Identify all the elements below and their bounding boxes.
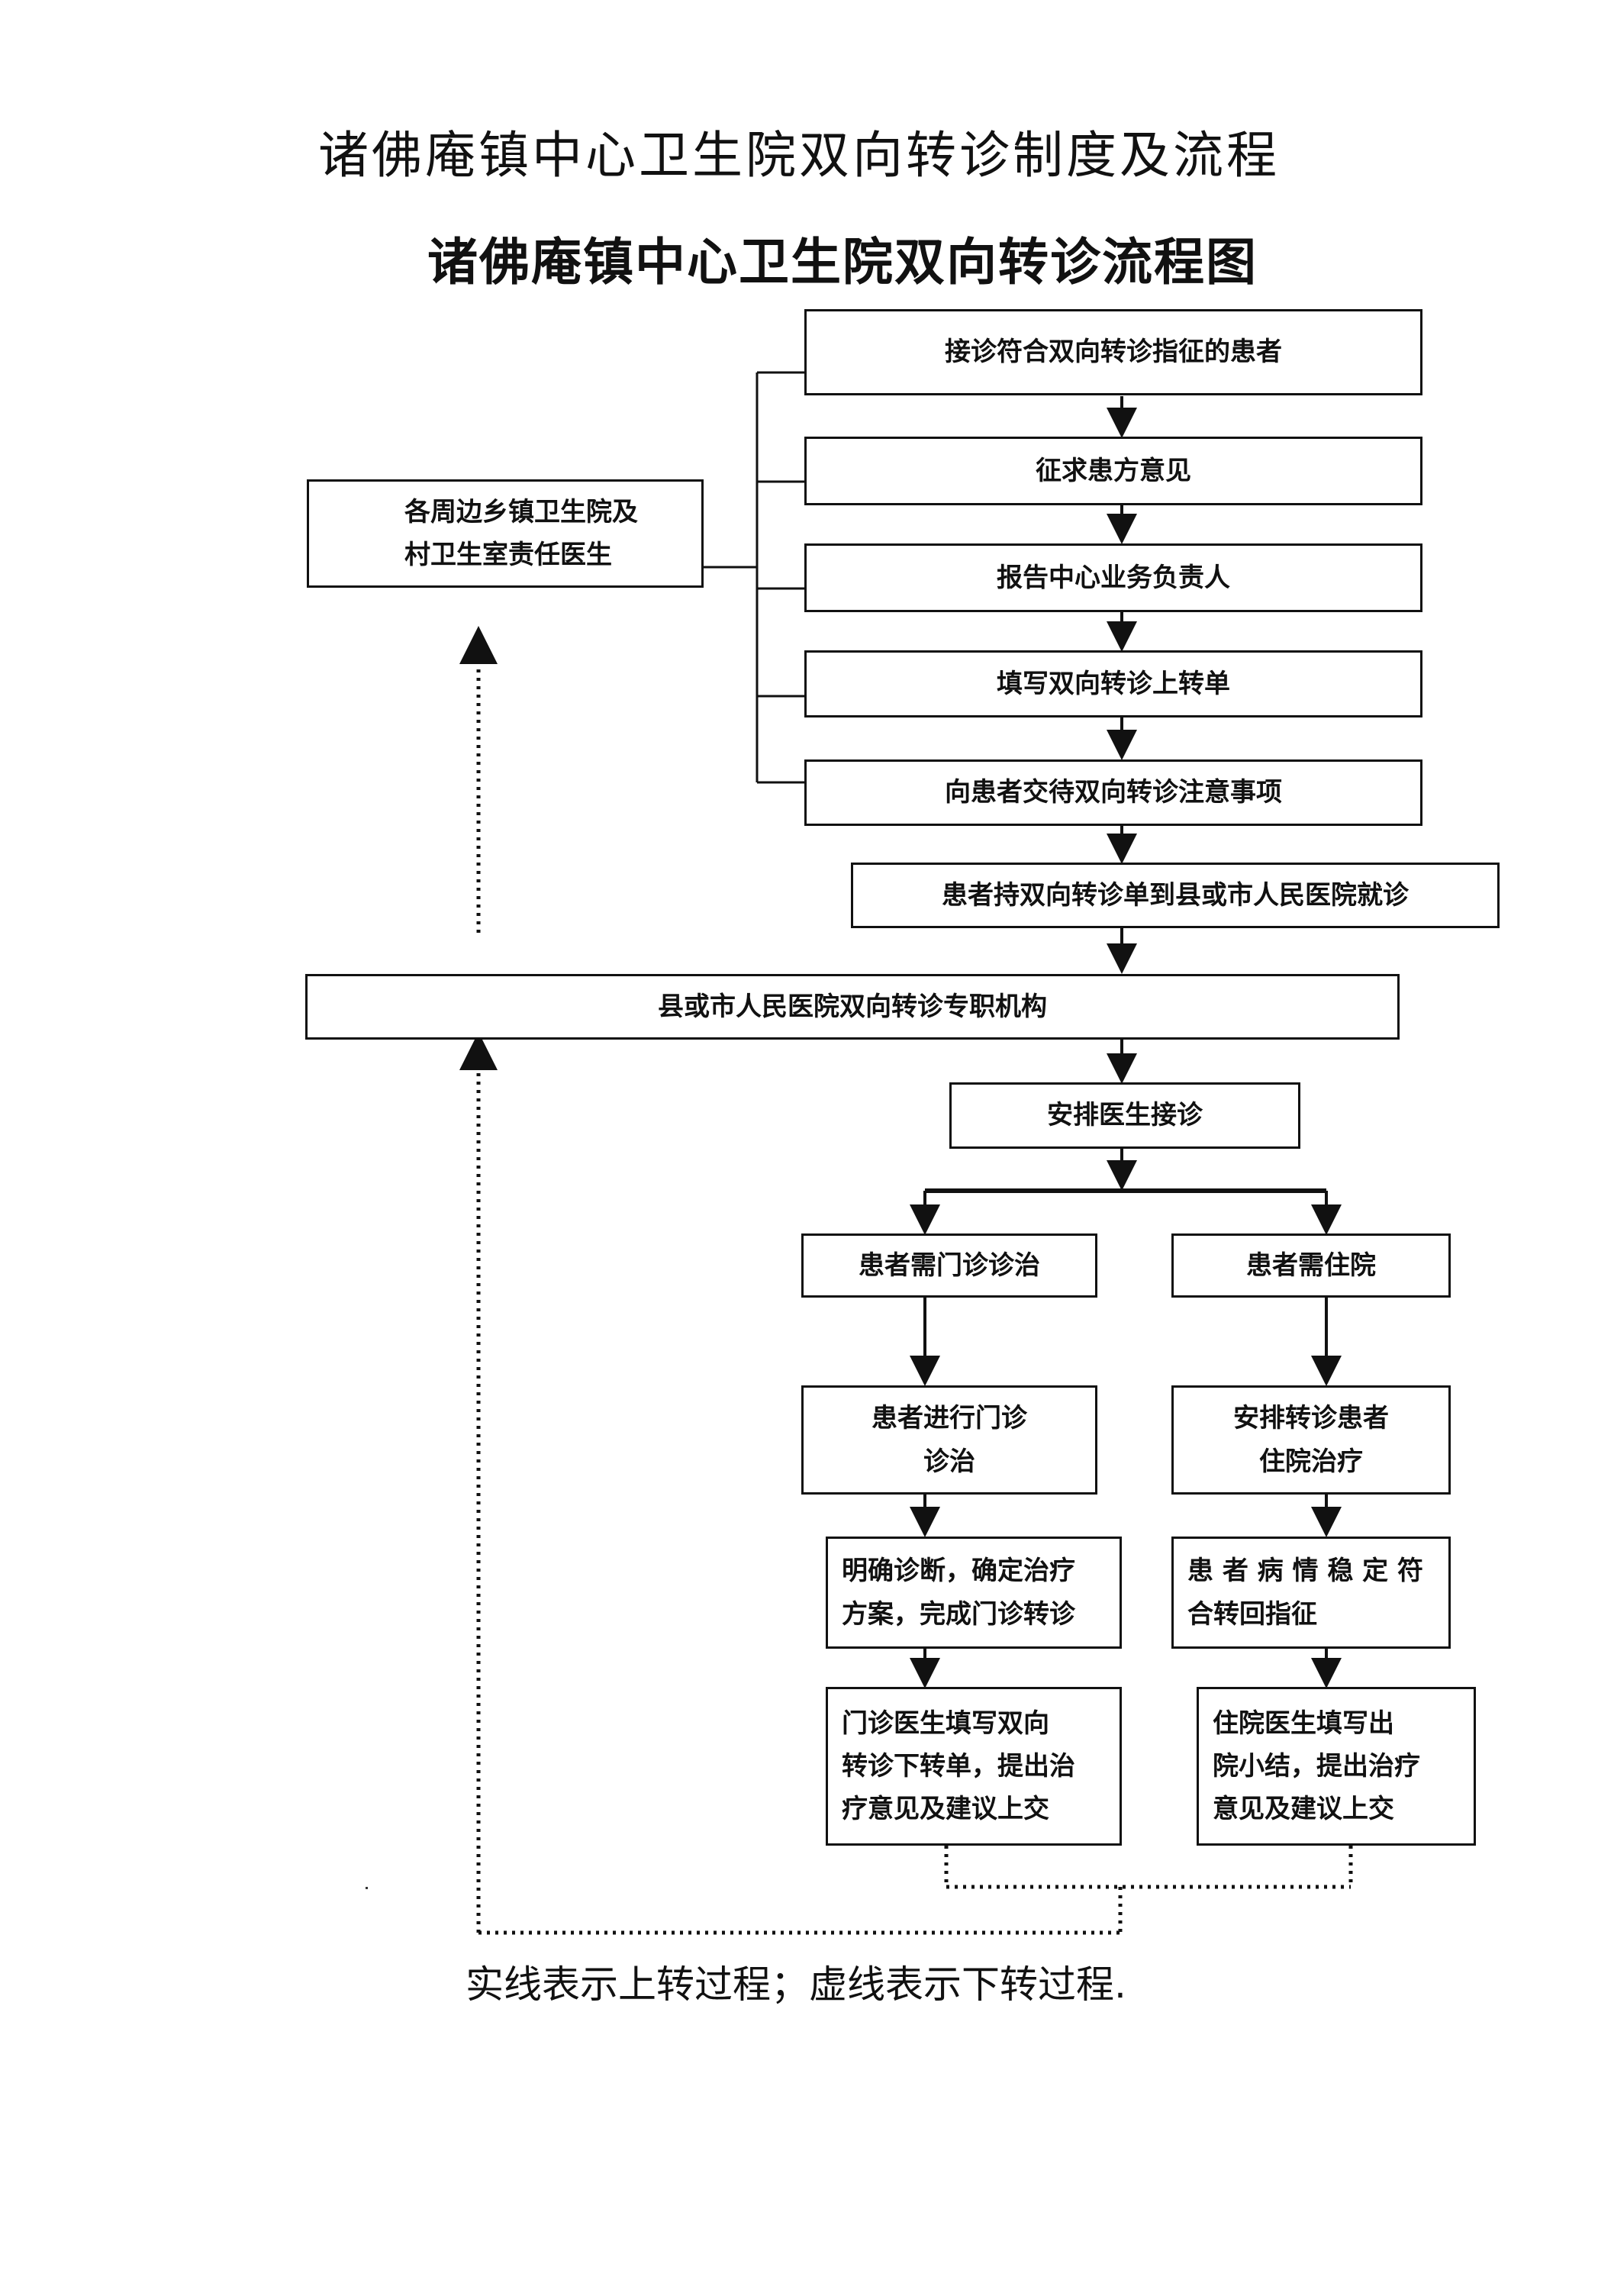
node-ask-patient-opinion: 征求患方意见 <box>804 437 1422 505</box>
node-label: 患者持双向转诊单到县或市人民医院就诊 <box>942 879 1409 911</box>
node-inpatient-downward: 住院医生填写出 院小结，提出治疗 意见及建议上交 <box>1197 1687 1476 1846</box>
node-label: 向患者交待双向转诊注意事项 <box>945 777 1282 808</box>
node-township-doctors: 各周边乡镇卫生院及 村卫生室责任医生 <box>307 479 704 588</box>
node-label-line: 方案，完成门诊转诊 <box>842 1598 1075 1630</box>
node-label-line: 意见及建议上交 <box>1213 1794 1394 1825</box>
node-fill-upward-form: 填写双向转诊上转单 <box>804 650 1422 718</box>
node-label: 患者进行门诊 诊治 <box>871 1397 1027 1482</box>
node-referral-agency: 县或市人民医院双向转诊专职机构 <box>305 974 1400 1040</box>
node-outpatient-downward: 门诊医生填写双向 转诊下转单，提出治 疗意见及建议上交 <box>826 1687 1122 1846</box>
legend-note: 实线表示上转过程；虚线表示下转过程. <box>466 1962 1126 2007</box>
node-label-line: 合转回指征 <box>1187 1598 1317 1630</box>
node-condition-stable: 患 者 病 情 稳 定 符 合转回指征 <box>1171 1537 1451 1649</box>
node-label-line: 院小结，提出治疗 <box>1213 1750 1420 1782</box>
branch-arrows <box>910 1191 1342 1688</box>
node-patient-to-hospital: 患者持双向转诊单到县或市人民医院就诊 <box>851 863 1500 928</box>
bracket-connector <box>704 371 804 784</box>
node-label: 安排转诊患者 住院治疗 <box>1233 1397 1389 1482</box>
node-label: 患 者 病 情 稳 定 符 合转回指征 <box>1187 1549 1423 1635</box>
node-label-line: 患 者 病 情 稳 定 符 <box>1187 1556 1424 1587</box>
node-label: 患者需门诊诊治 <box>859 1250 1040 1281</box>
node-label: 门诊医生填写双向 转诊下转单，提出治 疗意见及建议上交 <box>842 1702 1075 1830</box>
node-report-center: 报告中心业务负责人 <box>804 543 1422 612</box>
node-accept-patient: 接诊符合双向转诊指征的患者 <box>804 309 1422 395</box>
document-title: 诸佛庵镇中心卫生院双向转诊制度及流程 <box>318 126 1280 185</box>
node-label: 各周边乡镇卫生院及 村卫生室责任医生 <box>404 491 638 576</box>
node-label-line: 明确诊断，确定治疗 <box>842 1556 1075 1587</box>
node-label-line: 疗意见及建议上交 <box>842 1794 1049 1825</box>
node-label-line: 诊治 <box>923 1446 975 1477</box>
node-need-inpatient: 患者需住院 <box>1171 1233 1451 1298</box>
node-do-outpatient: 患者进行门诊 诊治 <box>801 1385 1097 1495</box>
node-label: 住院医生填写出 院小结，提出治疗 意见及建议上交 <box>1213 1702 1420 1830</box>
node-label: 接诊符合双向转诊指征的患者 <box>945 337 1282 368</box>
node-label: 县或市人民医院双向转诊专职机构 <box>658 991 1047 1022</box>
node-label-line: 住院治疗 <box>1259 1446 1363 1477</box>
node-label-line: 村卫生室责任医生 <box>404 540 612 570</box>
node-label: 明确诊断，确定治疗 方案，完成门诊转诊 <box>842 1549 1075 1635</box>
node-label: 安排医生接诊 <box>1047 1100 1203 1131</box>
node-label-line: 门诊医生填写双向 <box>842 1707 1049 1739</box>
node-arrange-doctor: 安排医生接诊 <box>949 1082 1300 1149</box>
node-label-line: 各周边乡镇卫生院及 <box>404 496 638 527</box>
flowchart-title: 诸佛庵镇中心卫生院双向转诊流程图 <box>427 233 1258 292</box>
node-need-outpatient: 患者需门诊诊治 <box>801 1233 1097 1298</box>
node-label-line: 住院医生填写出 <box>1213 1707 1394 1739</box>
node-label: 患者需住院 <box>1246 1250 1376 1281</box>
node-label: 征求患方意见 <box>1036 455 1191 486</box>
scan-speck <box>366 1887 368 1889</box>
node-explain-notes: 向患者交待双向转诊注意事项 <box>804 759 1422 826</box>
downward-dotted-lines <box>478 1846 1353 1935</box>
node-label-line: 转诊下转单，提出治 <box>842 1750 1075 1782</box>
node-diagnose-plan: 明确诊断，确定治疗 方案，完成门诊转诊 <box>826 1537 1122 1649</box>
node-label-line: 安排转诊患者 <box>1233 1403 1389 1434</box>
node-label: 填写双向转诊上转单 <box>997 668 1230 699</box>
node-arrange-inpatient: 安排转诊患者 住院治疗 <box>1171 1385 1451 1495</box>
node-label: 报告中心业务负责人 <box>997 562 1230 593</box>
node-label-line: 患者进行门诊 <box>871 1403 1027 1434</box>
